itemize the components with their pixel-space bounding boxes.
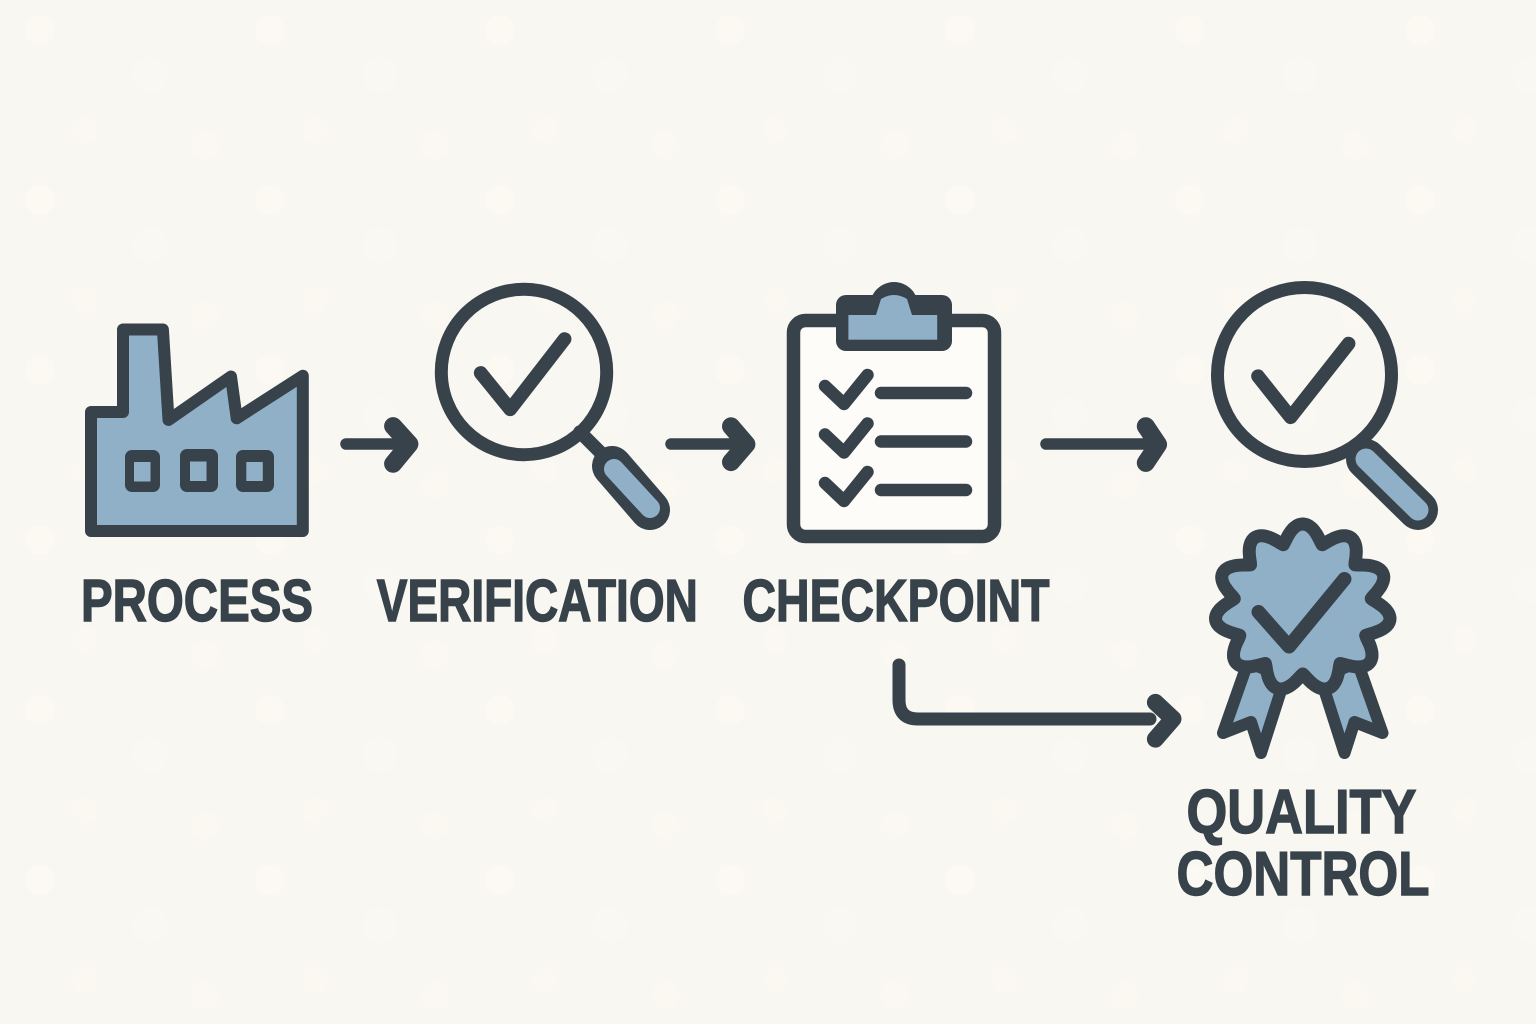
svg-text:VERIFICATION: VERIFICATION — [377, 567, 698, 634]
svg-text:CONTROL: CONTROL — [1177, 840, 1430, 909]
svg-text:CHECKPOINT: CHECKPOINT — [743, 567, 1050, 634]
svg-text:PROCESS: PROCESS — [81, 567, 313, 634]
svg-text:QUALITY: QUALITY — [1187, 778, 1417, 847]
